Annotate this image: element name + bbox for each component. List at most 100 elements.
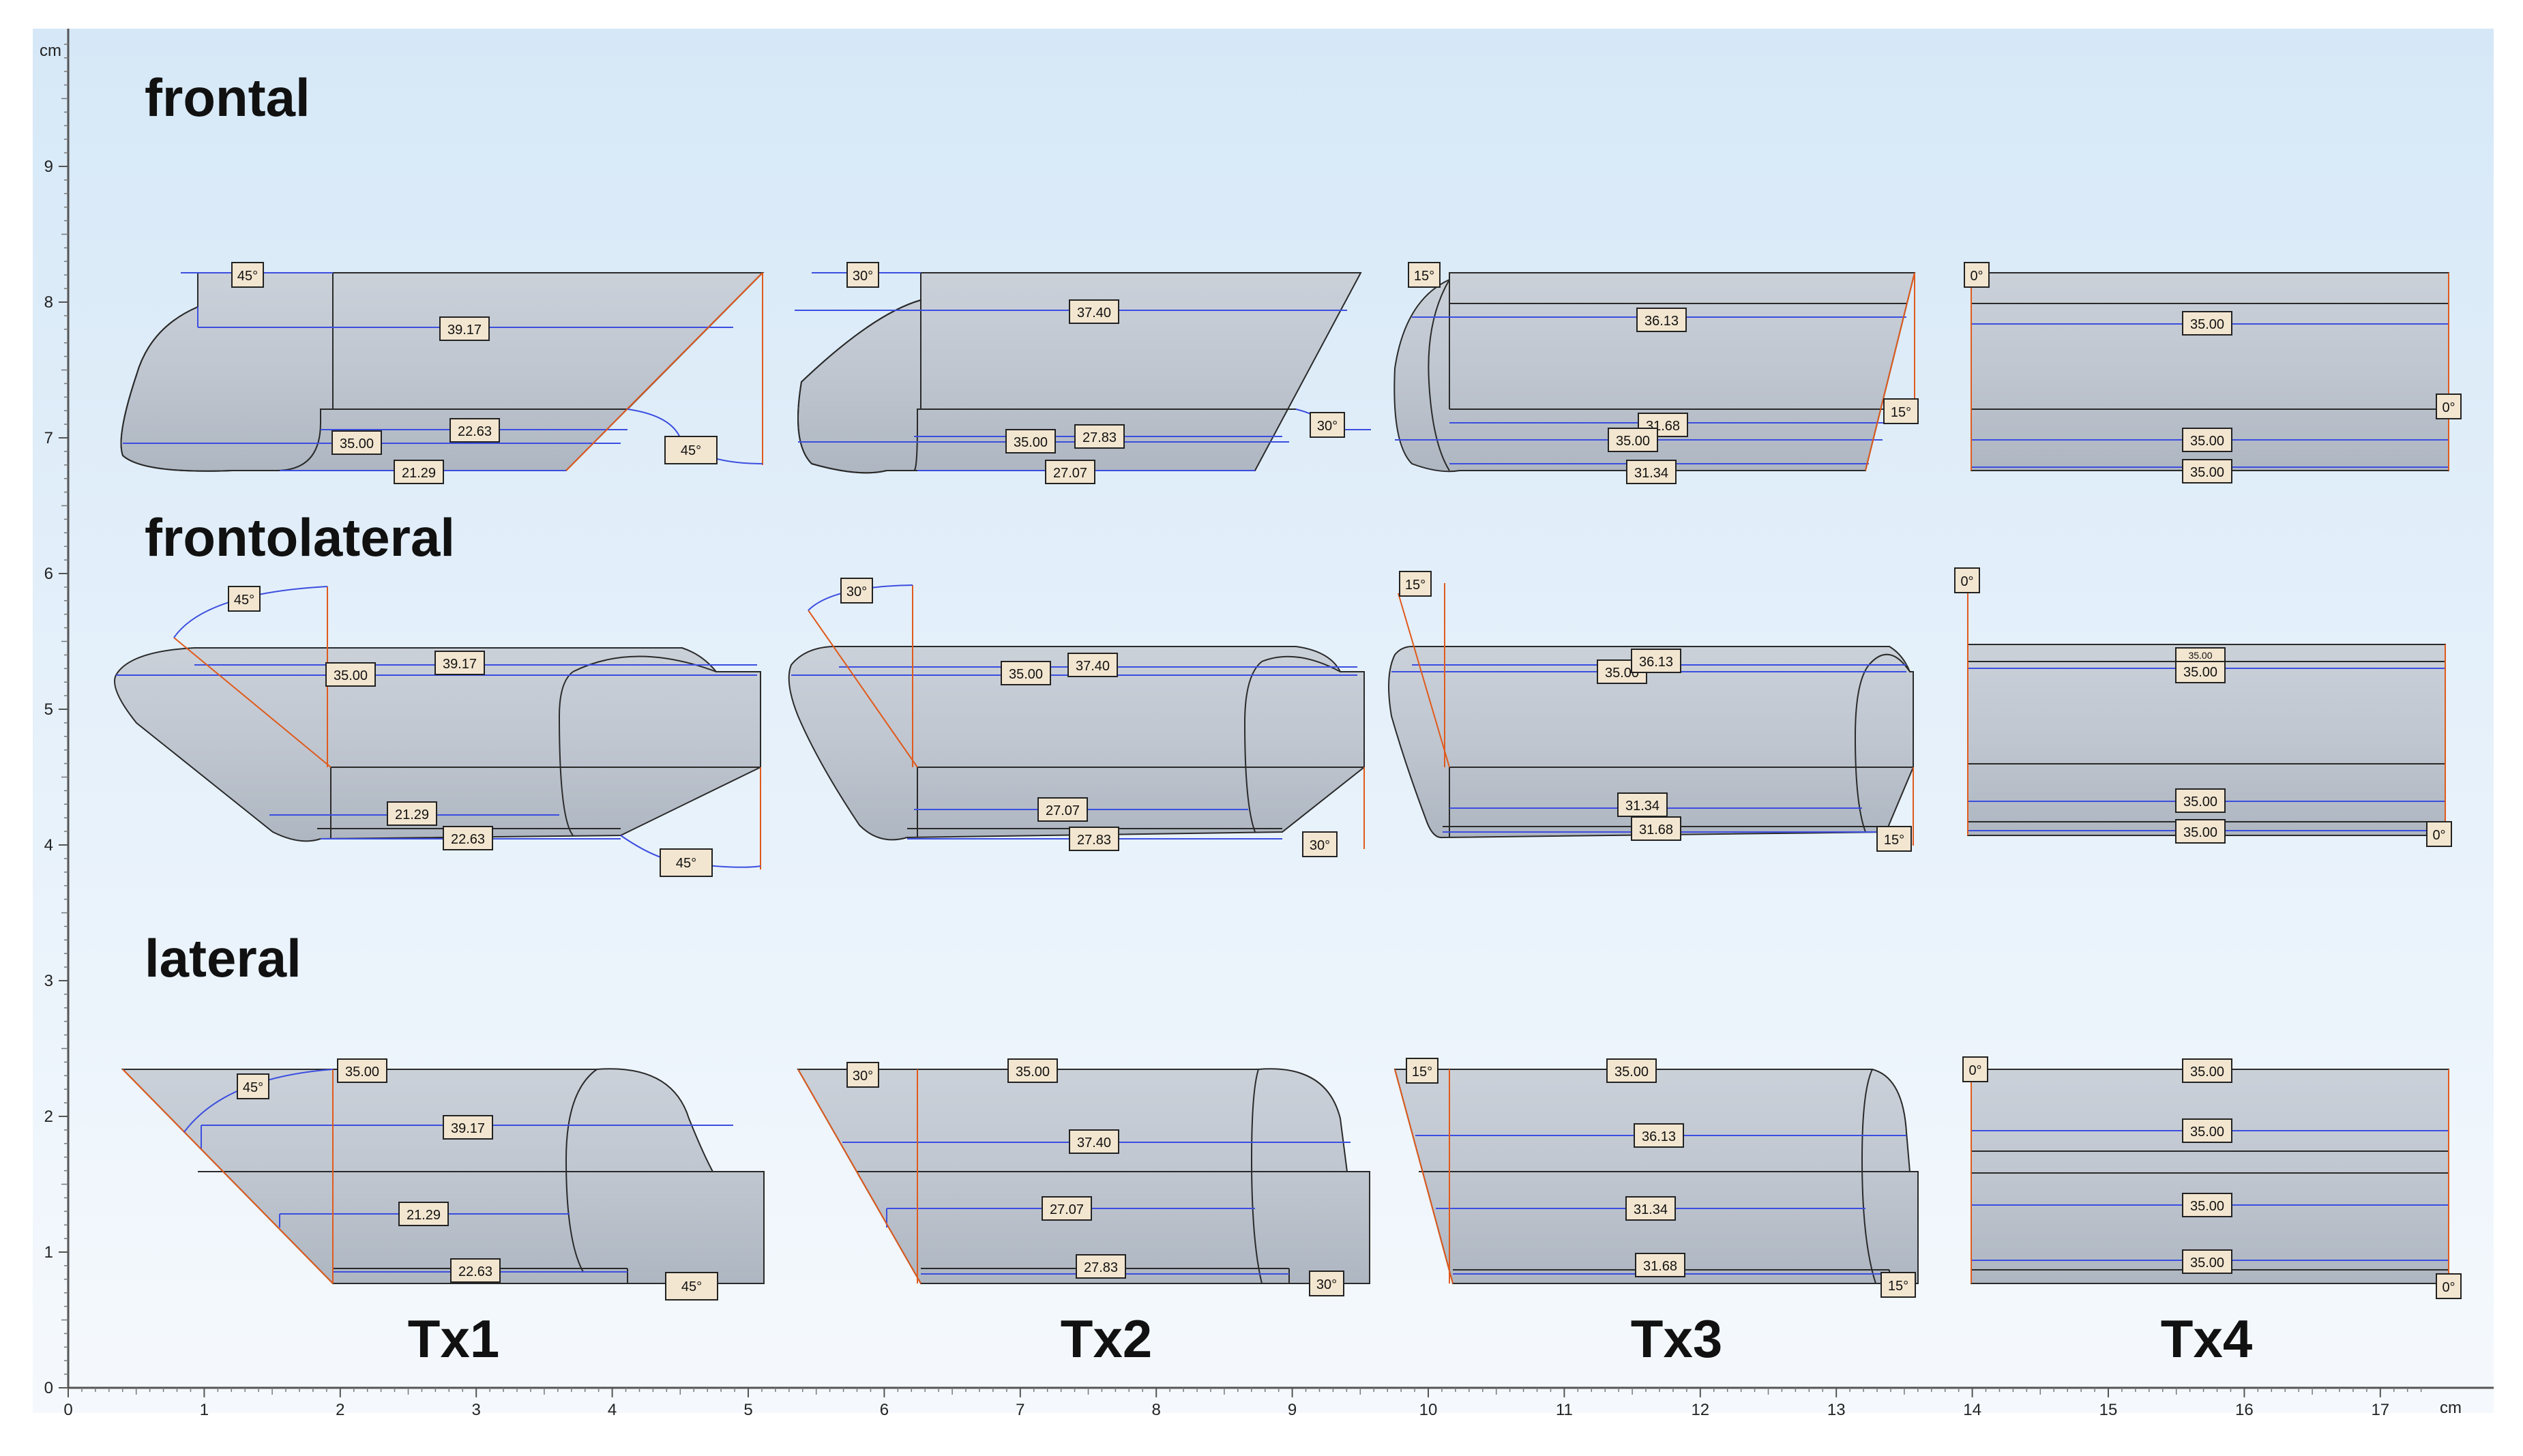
x-tick-label: 5 — [743, 1401, 752, 1419]
y-tick-label: 1 — [44, 1243, 53, 1262]
tx2-lateral-m2: 37.40 — [1077, 1135, 1111, 1150]
tx1-frontal-m4: 21.29 — [402, 466, 436, 481]
tx3-frontolateral-m4: 31.68 — [1639, 822, 1673, 837]
tx2-frontal-m3: 27.83 — [1082, 430, 1117, 445]
tx4-frontolateral-angle-right: 0° — [2432, 828, 2445, 843]
tx4-frontolateral-labels: 0° 35.00 35.00 35.00 35.00 0° — [1954, 567, 2452, 847]
y-axis-unit: cm — [40, 42, 61, 60]
tx1-frontolateral-m3: 21.29 — [395, 807, 429, 822]
tx1-lateral-m1: 35.00 — [345, 1065, 379, 1080]
tx4-lateral-angle-top: 0° — [1968, 1063, 1981, 1078]
tx2-frontolateral-m3: 27.07 — [1046, 803, 1080, 818]
tx1-frontolateral-angle-right: 45° — [676, 856, 696, 871]
x-tick-label: 9 — [1288, 1401, 1297, 1419]
tx3-lateral-specimen — [1393, 1069, 1919, 1284]
tx4-frontolateral-m4: 35.00 — [2188, 650, 2212, 661]
tx3-lateral-m1: 35.00 — [1614, 1065, 1649, 1080]
tx2-lateral-labels: 30° 35.00 37.40 27.07 27.83 30° — [846, 1058, 1344, 1296]
tx3-lateral-angle-top: 15° — [1412, 1065, 1432, 1080]
x-tick-label: 11 — [1556, 1401, 1573, 1419]
tx3-frontal-m1: 36.13 — [1644, 314, 1679, 329]
tx2-frontolateral-m2: 37.40 — [1076, 659, 1110, 674]
tx3-frontolateral-angle-right: 15° — [1884, 833, 1904, 848]
tx2-lateral-angle-top: 30° — [853, 1069, 873, 1084]
y-tick-label: 5 — [44, 700, 53, 719]
tx1-frontolateral-m2: 39.17 — [443, 657, 477, 672]
tx4-lateral-m4: 35.00 — [2190, 1256, 2224, 1271]
tx4-frontal-labels: 0° 35.00 35.00 35.00 0° — [1964, 262, 2462, 484]
y-tick-label: 3 — [44, 972, 53, 990]
tx1-frontolateral-m4: 22.63 — [451, 832, 485, 847]
tx4-lateral-angle-right: 0° — [2442, 1280, 2455, 1295]
tx2-frontolateral-labels: 30° 35.00 37.40 27.07 27.83 30° — [840, 578, 1338, 857]
y-tick-label: 7 — [44, 429, 53, 447]
tx3-frontolateral-m1: 35.00 — [1605, 666, 1639, 681]
tx1-frontal-m3: 35.00 — [340, 436, 374, 451]
x-tick-label: 6 — [880, 1401, 889, 1419]
tx4-frontolateral-angle-top: 0° — [1960, 574, 1973, 589]
tx1-frontolateral-labels: 45° 35.00 39.17 21.29 22.63 45° — [228, 586, 713, 877]
tx4-frontal-m2: 35.00 — [2190, 434, 2224, 449]
tx2-frontolateral-m4: 27.83 — [1077, 833, 1111, 848]
tx2-lateral-m1: 35.00 — [1016, 1065, 1050, 1080]
tx1-lateral-angle-right: 45° — [681, 1279, 702, 1294]
tx1-frontal-angle-right: 45° — [681, 443, 701, 458]
tx1-frontal-specimen — [120, 272, 765, 472]
tx3-lateral-labels: 15° 35.00 36.13 31.34 31.68 15° — [1406, 1058, 1916, 1298]
x-tick-label: 14 — [1963, 1401, 1981, 1419]
tx2-frontolateral-angle-right: 30° — [1310, 838, 1330, 853]
tx1-lateral-m4: 22.63 — [458, 1264, 492, 1279]
column-title-tx2: Tx2 — [1061, 1309, 1152, 1369]
tx2-lateral-m4: 27.83 — [1084, 1260, 1118, 1275]
x-tick-label: 8 — [1152, 1401, 1161, 1419]
tx4-frontolateral-m2: 35.00 — [2183, 794, 2217, 809]
tx3-frontolateral-angle-top: 15° — [1405, 578, 1426, 593]
tx3-lateral-m2: 36.13 — [1642, 1129, 1676, 1144]
tx2-frontal-angle-top: 30° — [853, 269, 873, 284]
tx2-frontolateral-angle-top: 30° — [846, 584, 867, 599]
x-tick-label: 16 — [2235, 1401, 2254, 1419]
x-tick-label: 0 — [63, 1401, 72, 1419]
x-tick-label: 10 — [1419, 1401, 1438, 1419]
tx3-frontal-angle-top: 15° — [1414, 269, 1434, 284]
tx2-lateral-angle-right: 30° — [1316, 1277, 1337, 1292]
tx1-frontal-angle-top: 45° — [237, 269, 258, 284]
tx4-frontal-angle-right: 0° — [2442, 400, 2455, 415]
tx3-frontal-angle-right: 15° — [1891, 405, 1911, 420]
tx1-lateral-labels: 45° 35.00 39.17 21.29 22.63 45° — [237, 1058, 718, 1301]
column-title-tx1: Tx1 — [408, 1309, 499, 1369]
tx4-frontal-angle-top: 0° — [1970, 269, 1983, 284]
tx1-frontolateral-m1: 35.00 — [334, 668, 368, 683]
tx4-frontolateral-m1: 35.00 — [2183, 665, 2217, 680]
tx3-frontal-m3: 35.00 — [1616, 434, 1650, 449]
tx2-lateral-m3: 27.07 — [1050, 1202, 1084, 1217]
tx4-frontolateral-m3: 35.00 — [2183, 825, 2217, 840]
y-tick-label: 4 — [44, 836, 53, 855]
tx3-frontolateral-m3: 31.34 — [1625, 799, 1659, 814]
tx4-lateral-m2: 35.00 — [2190, 1125, 2224, 1140]
y-tick-label: 2 — [44, 1108, 53, 1126]
tx1-lateral-m3: 21.29 — [407, 1208, 441, 1223]
tx4-frontal-m1: 35.00 — [2190, 317, 2224, 332]
x-tick-label: 12 — [1691, 1401, 1709, 1419]
tx2-frontal-m1: 37.40 — [1077, 306, 1111, 321]
tx2-frontal-m2: 35.00 — [1014, 435, 1048, 450]
column-title-tx3: Tx3 — [1631, 1309, 1722, 1369]
column-title-tx4: Tx4 — [2161, 1309, 2252, 1369]
x-tick-label: 13 — [1827, 1401, 1846, 1419]
tx1-frontal-labels: 45° 39.17 22.63 35.00 21.29 45° — [231, 262, 718, 484]
tx3-frontolateral-m2: 36.13 — [1639, 655, 1673, 670]
tx1-frontolateral-specimen — [114, 586, 761, 870]
x-tick-label: 4 — [608, 1401, 617, 1419]
tx4-lateral-labels: 0° 35.00 35.00 35.00 35.00 0° — [1962, 1056, 2462, 1299]
tx2-frontal-angle-right: 30° — [1317, 419, 1338, 434]
tx3-lateral-m4: 31.68 — [1643, 1259, 1677, 1274]
tx2-frontal-labels: 30° 37.40 35.00 27.83 27.07 30° — [846, 262, 1345, 484]
tx1-lateral-angle-top: 45° — [243, 1080, 263, 1095]
tx1-lateral-m2: 39.17 — [451, 1121, 485, 1136]
y-tick-label: 8 — [44, 293, 53, 312]
x-tick-label: 15 — [2099, 1401, 2118, 1419]
tx3-frontolateral-labels: 15° 35.00 36.13 31.34 31.68 15° — [1399, 571, 1912, 852]
